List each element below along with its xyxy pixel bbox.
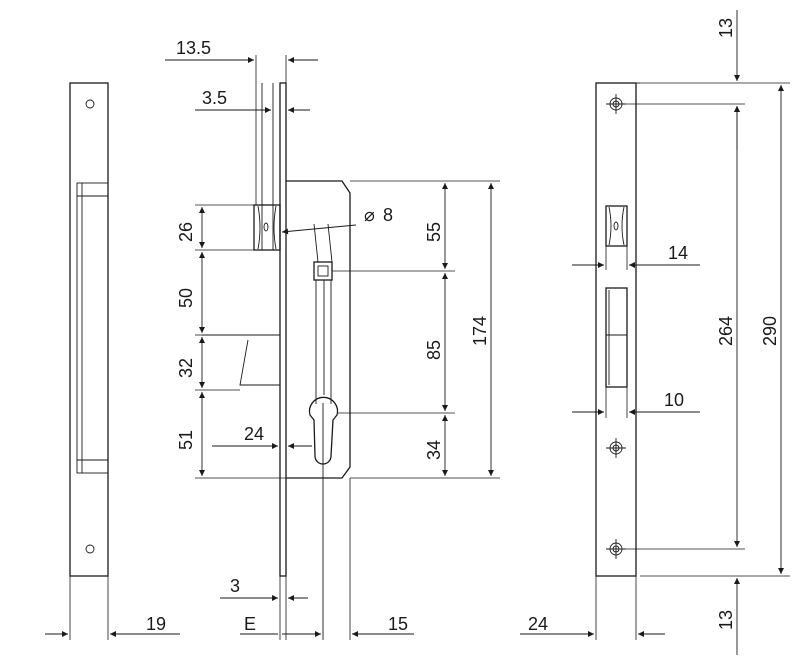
dim-174-label: 174 bbox=[470, 316, 490, 346]
dim-34-label: 34 bbox=[424, 440, 444, 460]
dim-15-label: 15 bbox=[388, 614, 408, 634]
dim-diameter-symbol: ⌀ bbox=[364, 205, 375, 225]
dim-3-5-label: 3.5 bbox=[202, 88, 227, 108]
strike-vertical-dimensions bbox=[626, 10, 790, 655]
dim-diameter-8-label: 8 bbox=[383, 205, 393, 225]
dim-14-label: 14 bbox=[668, 243, 688, 263]
strike-plate-front-view bbox=[595, 82, 640, 577]
dim-51-label: 51 bbox=[176, 430, 196, 450]
dim-E-label: E bbox=[244, 614, 256, 634]
dim-26-label: 26 bbox=[176, 222, 196, 242]
lock-body-front-view bbox=[202, 82, 351, 640]
dim-19-label: 19 bbox=[146, 614, 166, 634]
side-view-faceplate bbox=[45, 82, 180, 640]
dim-13-bottom-label: 13 bbox=[716, 610, 736, 630]
right-vertical-dimension-chain bbox=[332, 180, 500, 479]
dim-264-label: 264 bbox=[716, 316, 736, 346]
dim-55-label: 55 bbox=[424, 222, 444, 242]
dim-13-top-label: 13 bbox=[716, 18, 736, 38]
left-vertical-dimension-chain bbox=[195, 204, 286, 479]
dim-85-label: 85 bbox=[424, 340, 444, 360]
dim-290-label: 290 bbox=[760, 316, 780, 346]
dim-13-5-label: 13.5 bbox=[176, 38, 211, 58]
dim-24-backset-label: 24 bbox=[244, 424, 264, 444]
dim-32-label: 32 bbox=[176, 358, 196, 378]
dim-24-strike-label: 24 bbox=[528, 614, 548, 634]
dim-50-label: 50 bbox=[176, 288, 196, 308]
dim-10-label: 10 bbox=[664, 390, 684, 410]
dim-3-label: 3 bbox=[230, 576, 240, 596]
